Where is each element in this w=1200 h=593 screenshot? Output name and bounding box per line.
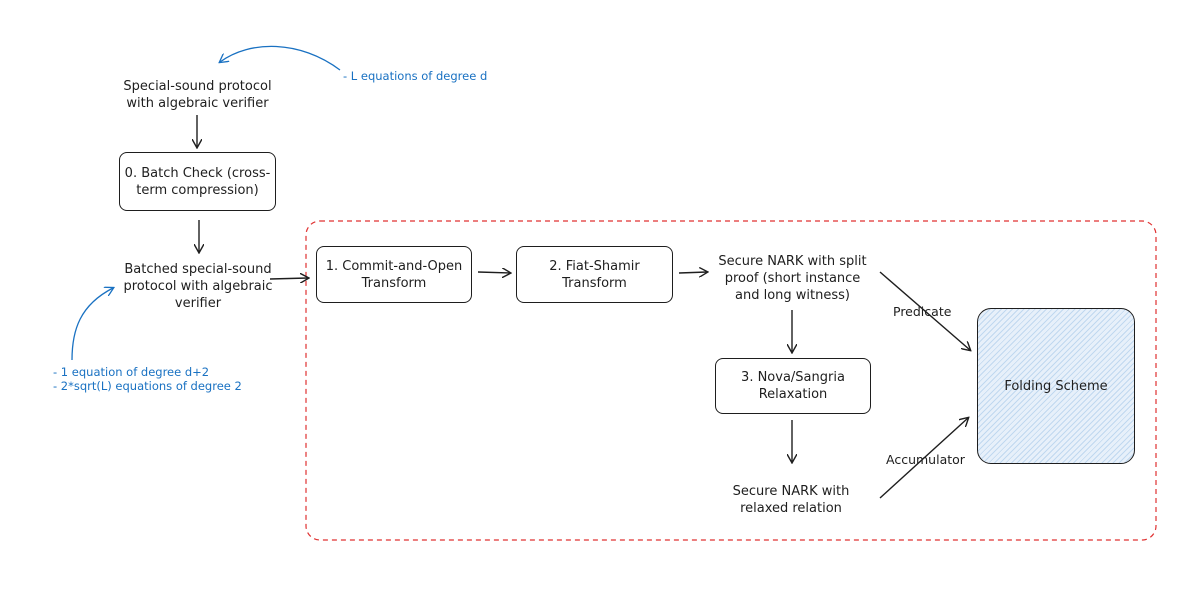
- nark-split-label: Secure NARK with split proof (short inst…: [710, 253, 875, 304]
- nark-split-line-1: Secure NARK with split: [718, 254, 867, 269]
- special-sound-line-1: Special-sound protocol: [123, 79, 272, 94]
- nark-split-line-3: and long witness): [735, 288, 850, 303]
- arrow-predicate: [879, 271, 970, 350]
- nova-sangria-text: 3. Nova/Sangria Relaxation: [741, 369, 845, 403]
- arrow-fiat-to-nark: [678, 272, 707, 273]
- folding-scheme-label: Folding Scheme: [1004, 378, 1108, 394]
- special-sound-line-2: with algebraic verifier: [126, 96, 269, 111]
- batched-protocol-label: Batched special-sound protocol with alge…: [112, 261, 284, 312]
- note-bottom-line-2: - 2*sqrt(L) equations of degree 2: [53, 379, 242, 393]
- batched-line-3: verifier: [174, 296, 222, 311]
- commit-line-1: 1. Commit-and-Open: [325, 258, 463, 274]
- nova-line-1: 3. Nova/Sangria: [741, 370, 845, 385]
- fiat-shamir-text: 2. Fiat-Shamir Transform: [549, 258, 640, 292]
- nark-split-line-2: proof (short instance: [724, 271, 861, 286]
- batch-check-box[interactable]: 0. Batch Check (cross- term compression): [119, 152, 276, 211]
- note-bottom: - 1 equation of degree d+2 - 2*sqrt(L) e…: [53, 365, 242, 393]
- batched-line-2: protocol with algebraic: [123, 279, 273, 294]
- nova-line-2: Relaxation: [758, 387, 828, 402]
- note-arrow-top: [220, 45, 341, 71]
- special-sound-protocol-label: Special-sound protocol with algebraic ve…: [110, 78, 285, 112]
- commit-and-open-text: 1. Commit-and-Open Transform: [326, 258, 463, 292]
- predicate-label: Predicate: [893, 304, 952, 319]
- arrow-commit-to-fiat: [477, 272, 510, 273]
- commit-and-open-box[interactable]: 1. Commit-and-Open Transform: [316, 246, 472, 303]
- nark-relaxed-line-2: relaxed relation: [740, 501, 842, 516]
- batch-check-line-2: term compression): [136, 182, 259, 198]
- accumulator-label: Accumulator: [886, 452, 965, 467]
- batched-line-1: Batched special-sound: [124, 262, 272, 277]
- nova-sangria-box[interactable]: 3. Nova/Sangria Relaxation: [715, 358, 871, 414]
- arrow-batched-to-commit: [269, 278, 308, 279]
- nark-relaxed-label: Secure NARK with relaxed relation: [715, 483, 867, 517]
- note-arrow-bottom: [71, 288, 113, 361]
- note-bottom-line-1: - 1 equation of degree d+2: [53, 365, 210, 379]
- arrow-accumulator: [879, 418, 968, 499]
- folding-scheme-box[interactable]: Folding Scheme: [977, 308, 1135, 464]
- commit-line-2: Transform: [361, 275, 427, 291]
- fiat-shamir-box[interactable]: 2. Fiat-Shamir Transform: [516, 246, 673, 303]
- note-top: - L equations of degree d: [343, 69, 488, 83]
- fiat-line-1: 2. Fiat-Shamir: [549, 258, 640, 274]
- fiat-line-2: Transform: [562, 275, 627, 291]
- group-frame: [305, 220, 1157, 541]
- nark-relaxed-line-1: Secure NARK with: [732, 484, 850, 499]
- batch-check-line-1: 0. Batch Check (cross-: [124, 165, 271, 181]
- batch-check-text: 0. Batch Check (cross- term compression): [125, 165, 271, 199]
